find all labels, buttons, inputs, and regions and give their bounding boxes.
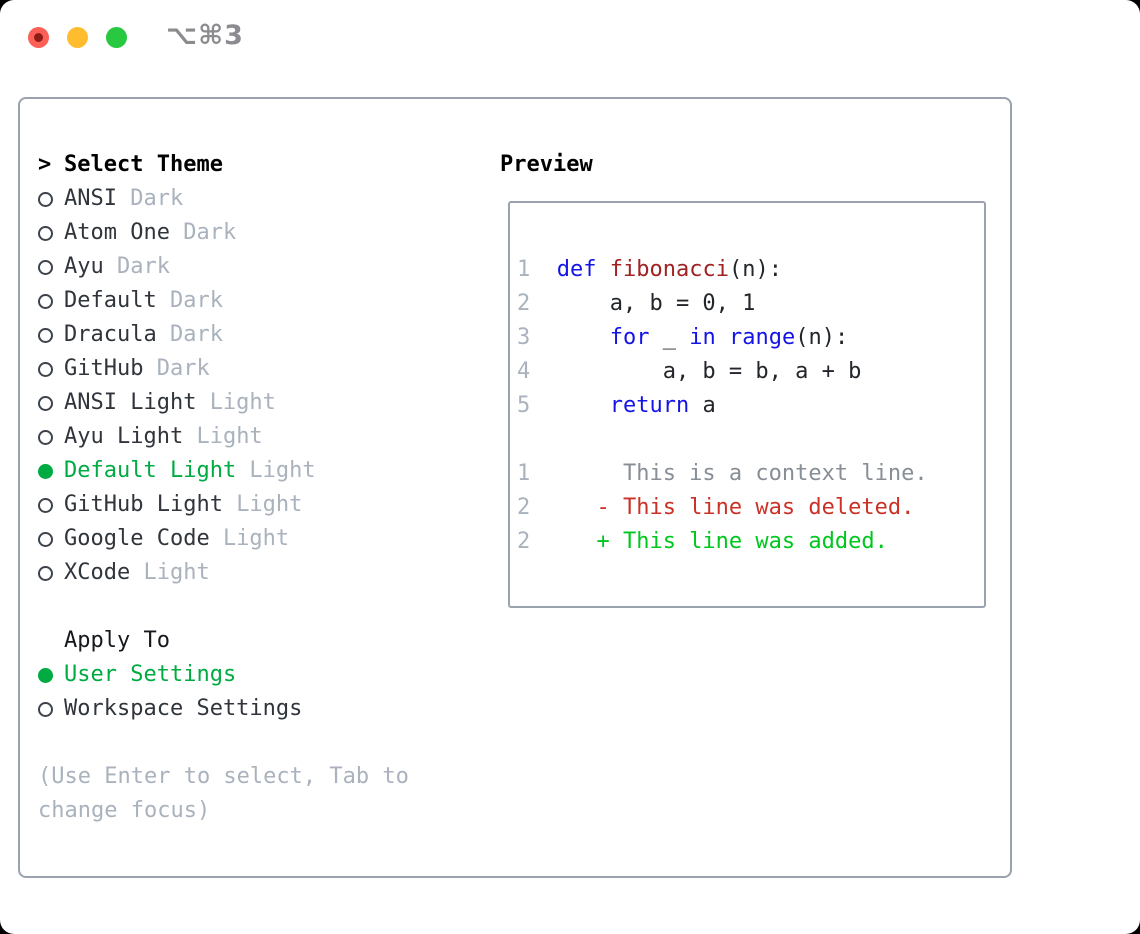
radio-icon [38, 497, 53, 513]
window-shortcut-label: ⌥⌘3 [166, 20, 244, 51]
radio-icon [38, 225, 53, 241]
zoom-button[interactable] [106, 27, 127, 48]
code-line: 2 a, b = 0, 1 [517, 287, 984, 321]
line-number: 3 [517, 325, 531, 350]
select-theme-title: Select Theme [64, 152, 223, 177]
titlebar: ⌥⌘3 [0, 0, 1140, 76]
spacer [38, 726, 458, 760]
radio-icon [38, 293, 53, 309]
line-number: 1 [517, 257, 531, 282]
theme-list-header: > Select Theme [38, 148, 458, 182]
apply-to-title: Apply To [64, 628, 170, 653]
line-number: 1 [517, 461, 531, 486]
keyboard-hint: (Use Enter to select, Tab to change focu… [38, 764, 409, 823]
radio-icon [38, 701, 53, 717]
line-number: 2 [517, 291, 531, 316]
apply-option-user-settings[interactable]: User Settings [38, 658, 458, 692]
code-line: 3 for _ in range(n): [517, 321, 984, 355]
minimize-button[interactable] [67, 27, 88, 48]
close-modified-dot-icon [34, 33, 43, 42]
cursor-caret-icon: > [38, 152, 52, 177]
line-number: 2 [517, 529, 531, 554]
apply-option-workspace-settings[interactable]: Workspace Settings [38, 692, 458, 726]
diff-deleted-line: 2 - This line was deleted. [517, 491, 984, 525]
radio-selected-icon [38, 667, 53, 683]
radio-icon [38, 259, 53, 275]
close-button[interactable] [28, 27, 49, 48]
radio-icon [38, 531, 53, 547]
line-number: 5 [517, 393, 531, 418]
radio-icon [38, 191, 53, 207]
radio-icon [38, 327, 53, 343]
spacer [38, 590, 458, 624]
diff-context-line: 1 This is a context line. [517, 457, 984, 491]
code-line: 4 a, b = b, a + b [517, 355, 984, 389]
radio-selected-icon [38, 463, 53, 479]
line-number: 2 [517, 495, 531, 520]
line-number: 4 [517, 359, 531, 384]
code-line: 5 return a [517, 389, 984, 423]
preview-title: Preview [500, 152, 593, 177]
diff-added-line: 2 + This line was added. [517, 525, 984, 559]
radio-icon [38, 429, 53, 445]
radio-icon [38, 565, 53, 581]
radio-icon [38, 395, 53, 411]
blank-line [517, 423, 984, 457]
radio-icon [38, 361, 53, 377]
